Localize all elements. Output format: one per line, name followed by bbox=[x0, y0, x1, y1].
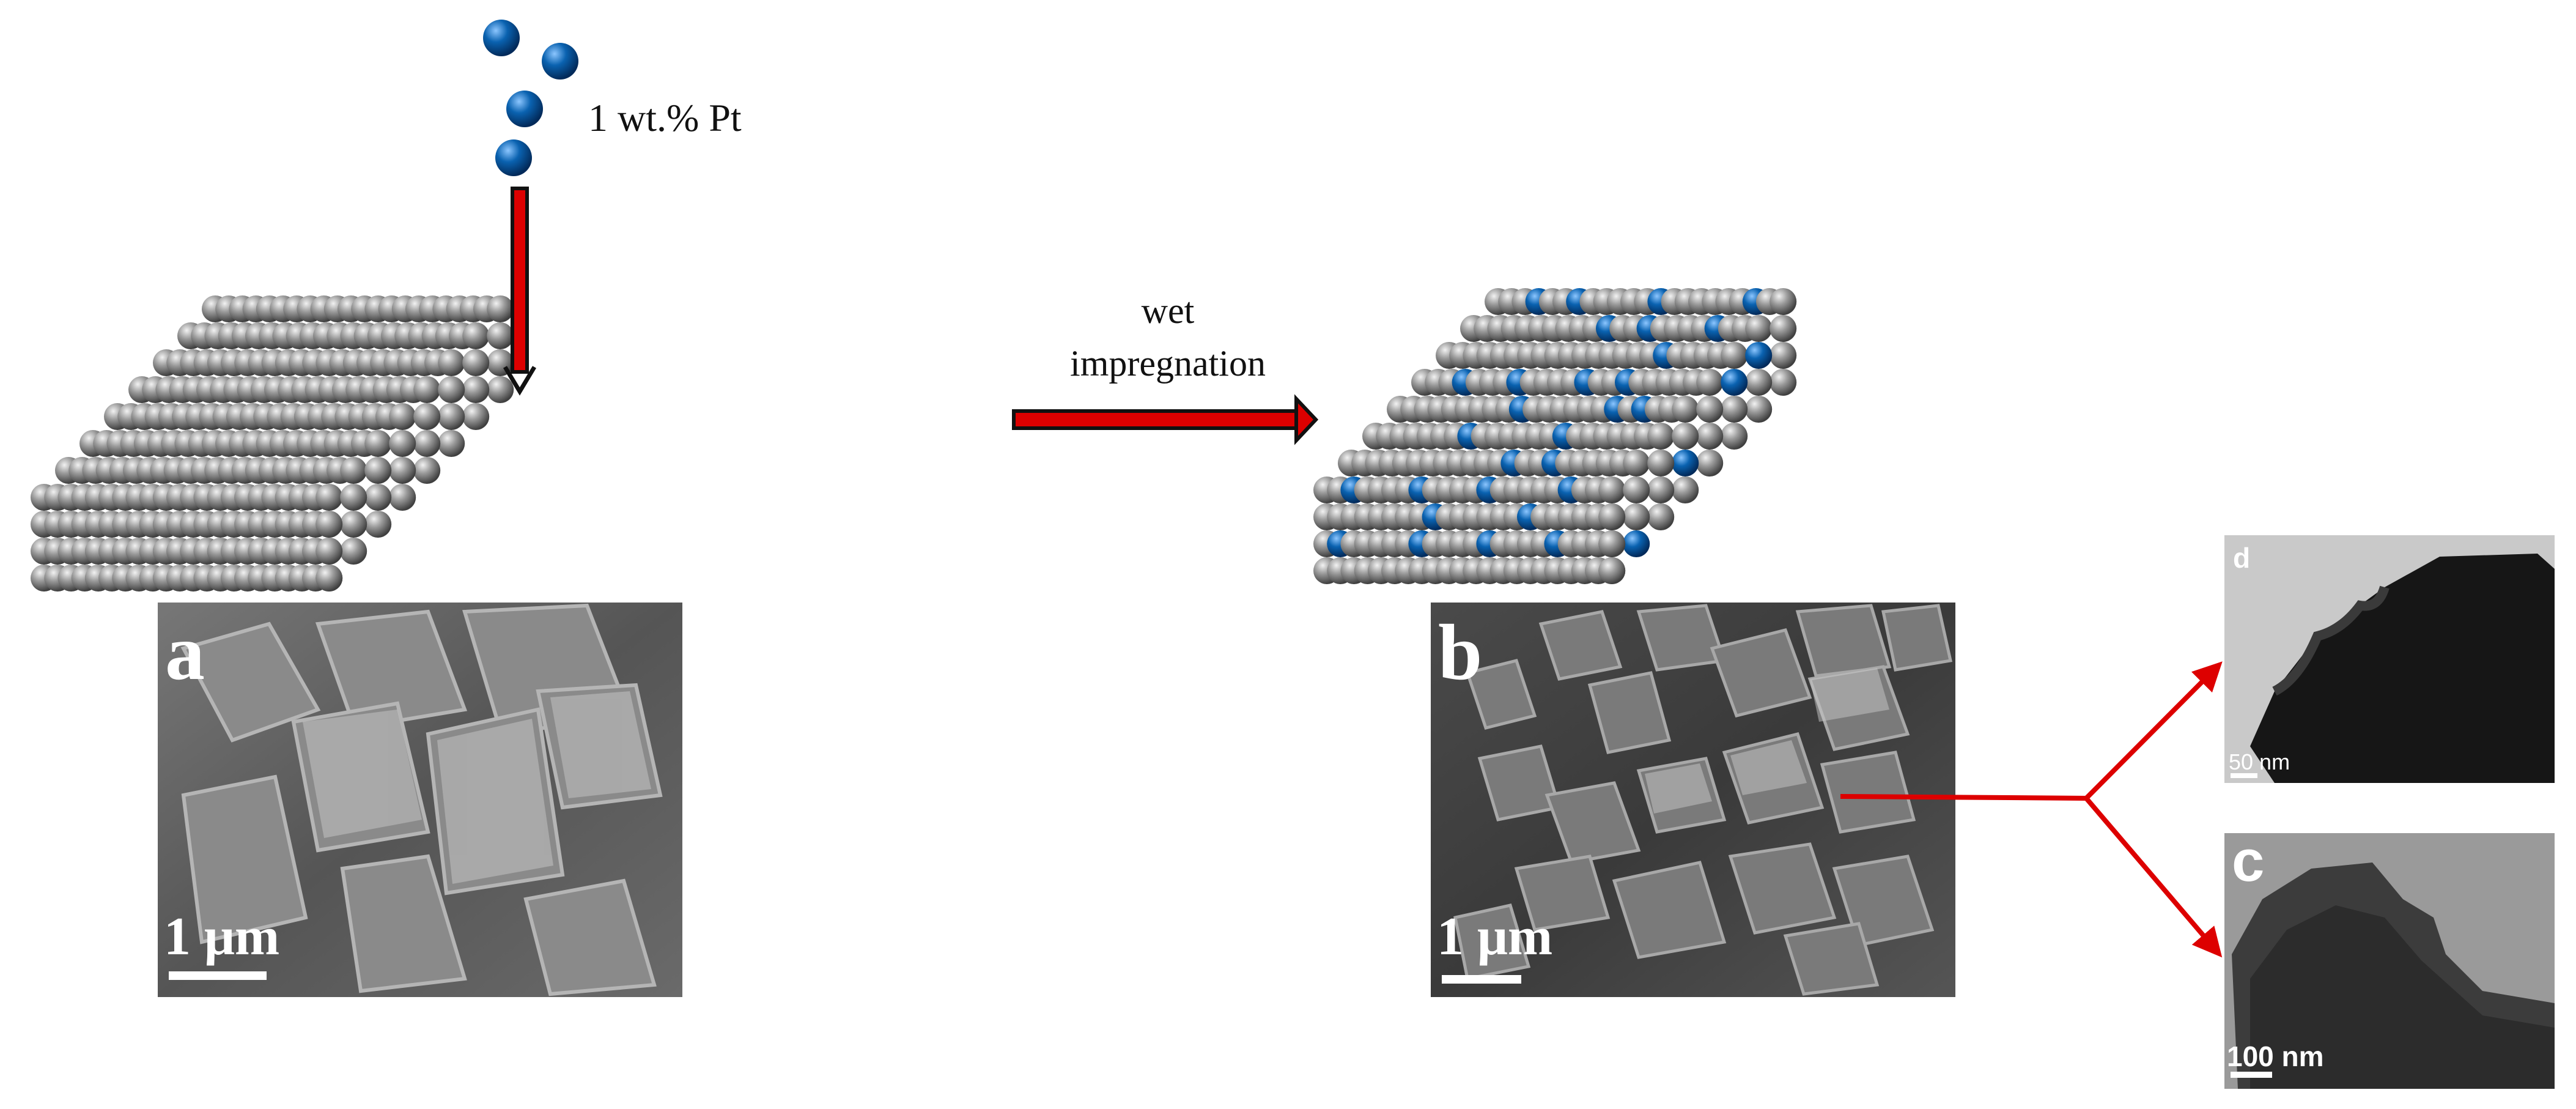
support-sphere bbox=[1647, 450, 1675, 477]
support-sphere bbox=[1770, 315, 1797, 342]
support-sphere bbox=[413, 457, 441, 484]
panel-letter-d: d bbox=[2233, 542, 2250, 574]
support-sphere bbox=[1770, 288, 1797, 315]
support-sphere bbox=[438, 403, 465, 430]
deposition-arrow bbox=[503, 187, 537, 396]
support-sphere bbox=[462, 322, 490, 349]
support-sphere bbox=[438, 376, 465, 403]
support-sphere bbox=[1672, 423, 1699, 450]
support-sphere bbox=[1598, 557, 1626, 584]
support-sphere bbox=[487, 295, 514, 322]
process-label-impregnation: impregnation bbox=[1070, 343, 1266, 384]
support-sphere bbox=[316, 484, 343, 511]
tem-image-c: c 100 nm bbox=[2224, 828, 2555, 1089]
support-sphere bbox=[1598, 477, 1626, 503]
process-label-wet: wet bbox=[1142, 291, 1195, 331]
process-arrow bbox=[1012, 394, 1319, 445]
support-sphere bbox=[1696, 423, 1724, 450]
support-sphere bbox=[1623, 503, 1650, 530]
support-sphere bbox=[364, 430, 392, 457]
support-sphere bbox=[364, 511, 392, 538]
panel-letter-c: c bbox=[2232, 828, 2264, 894]
support-sphere bbox=[340, 538, 367, 565]
scale-bar-d bbox=[2231, 773, 2257, 778]
support-sphere bbox=[1696, 369, 1724, 396]
support-sphere bbox=[1598, 503, 1626, 530]
scale-label-d: 50 nm bbox=[2229, 749, 2290, 774]
support-sphere bbox=[438, 430, 465, 457]
support-sphere bbox=[316, 565, 343, 592]
pt-atom bbox=[1721, 369, 1748, 396]
support-layer-bare bbox=[31, 295, 514, 592]
support-sphere bbox=[389, 430, 416, 457]
pt-atom bbox=[506, 91, 543, 127]
support-sphere bbox=[487, 322, 514, 349]
support-sphere bbox=[1745, 396, 1773, 423]
support-sphere bbox=[1721, 423, 1748, 450]
support-sphere bbox=[340, 457, 367, 484]
support-sphere bbox=[1647, 423, 1675, 450]
support-sphere bbox=[487, 376, 514, 403]
scale-bar-c bbox=[2231, 1072, 2272, 1078]
support-sphere bbox=[1623, 450, 1650, 477]
scale-bar-a bbox=[169, 971, 267, 980]
pt-atoms-falling bbox=[483, 20, 578, 176]
sem-image-a: a 1 μm bbox=[158, 603, 682, 997]
support-sphere bbox=[1770, 369, 1797, 396]
support-sphere bbox=[462, 403, 490, 430]
pt-atom bbox=[483, 20, 520, 56]
pt-atom bbox=[495, 139, 532, 176]
support-sphere bbox=[413, 403, 441, 430]
support-sphere bbox=[316, 538, 343, 565]
support-sphere bbox=[1647, 503, 1675, 530]
support-sphere bbox=[340, 484, 367, 511]
support-sphere bbox=[364, 457, 392, 484]
support-sphere bbox=[1745, 369, 1773, 396]
support-sphere bbox=[1598, 530, 1626, 557]
support-sphere bbox=[1672, 477, 1699, 503]
support-sphere bbox=[1672, 396, 1699, 423]
zoom-pointer bbox=[1840, 661, 2223, 958]
panel-letter-a: a bbox=[165, 609, 205, 697]
panel-letter-b: b bbox=[1438, 609, 1482, 697]
support-sphere bbox=[413, 430, 441, 457]
support-sphere bbox=[316, 511, 343, 538]
support-sphere bbox=[1770, 342, 1797, 369]
support-sphere bbox=[413, 376, 441, 403]
support-sphere bbox=[389, 484, 416, 511]
pt-loading-label: 1 wt.% Pt bbox=[588, 96, 742, 139]
support-sphere bbox=[1745, 315, 1773, 342]
scale-bar-b bbox=[1442, 975, 1521, 984]
support-sphere bbox=[1696, 450, 1724, 477]
support-sphere bbox=[1721, 342, 1748, 369]
support-sphere bbox=[462, 349, 490, 376]
support-sphere bbox=[462, 376, 490, 403]
support-sphere bbox=[389, 457, 416, 484]
tem-image-d: d 50 nm bbox=[2224, 535, 2555, 783]
pt-atom bbox=[1745, 342, 1773, 369]
sem-image-b: b 1 μm bbox=[1431, 603, 1955, 997]
support-sphere bbox=[364, 484, 392, 511]
support-sphere bbox=[1647, 477, 1675, 503]
support-layer-pt-loaded bbox=[1313, 288, 1797, 584]
pt-atom bbox=[542, 43, 578, 80]
support-sphere bbox=[1623, 477, 1650, 503]
support-sphere bbox=[438, 349, 465, 376]
scale-label-b: 1 μm bbox=[1437, 907, 1552, 966]
support-sphere bbox=[389, 403, 416, 430]
support-sphere bbox=[340, 511, 367, 538]
pt-atom bbox=[1672, 450, 1699, 477]
pt-atom bbox=[1623, 530, 1650, 557]
support-sphere bbox=[1721, 396, 1748, 423]
scale-label-c: 100 nm bbox=[2227, 1040, 2324, 1072]
support-sphere bbox=[1696, 396, 1724, 423]
scale-label-a: 1 μm bbox=[164, 907, 279, 966]
